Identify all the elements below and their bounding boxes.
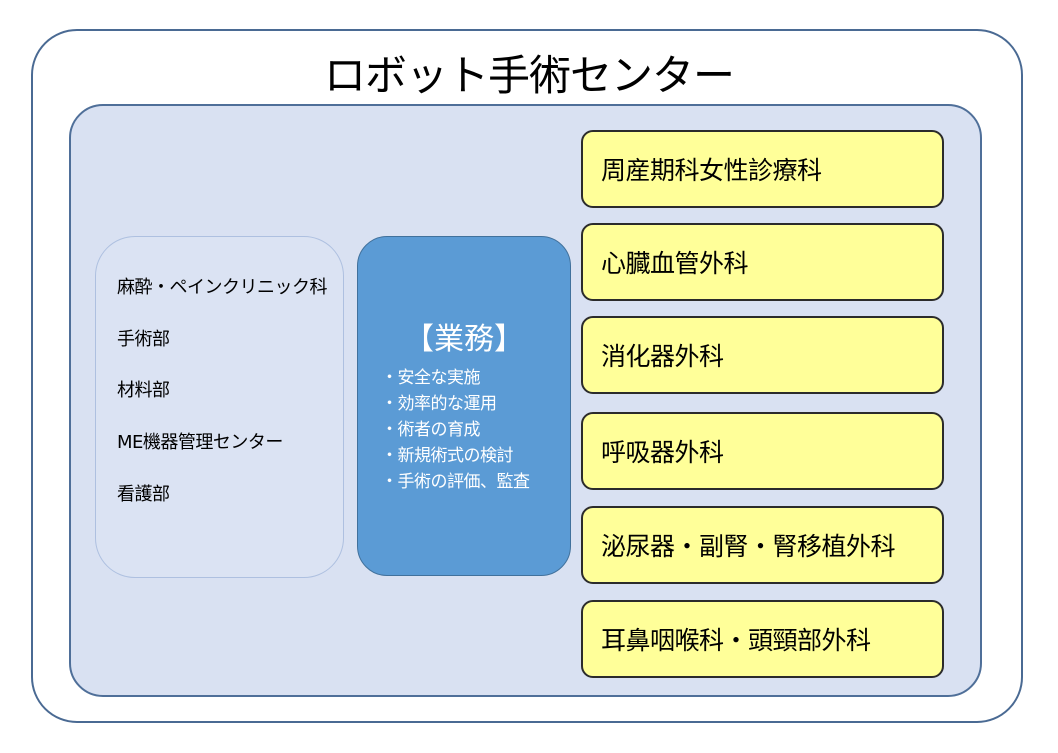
department-materials: 材料部 bbox=[117, 380, 170, 401]
clinic-box-respiratory: 呼吸器外科 bbox=[581, 412, 944, 490]
duties-box bbox=[357, 236, 571, 576]
duty-item: ・新規術式の検討 bbox=[381, 446, 514, 466]
duty-item: ・術者の育成 bbox=[381, 420, 481, 440]
clinic-box-urology: 泌尿器・副腎・腎移植外科 bbox=[581, 506, 944, 584]
department-surgery: 手術部 bbox=[117, 329, 170, 350]
department-anesthesia: 麻酔・ペインクリニック科 bbox=[117, 277, 328, 298]
page-title: ロボット手術センター bbox=[323, 51, 735, 100]
support-departments-group bbox=[95, 236, 344, 578]
department-me-equipment: ME機器管理センター bbox=[117, 432, 283, 453]
duties-heading: 【業務】 bbox=[404, 322, 524, 357]
duty-item: ・手術の評価、監査 bbox=[381, 472, 530, 492]
clinic-box-perinatal: 周産期科女性診療科 bbox=[581, 130, 944, 208]
duty-item: ・安全な実施 bbox=[381, 368, 481, 388]
clinic-box-cardiovascular: 心臓血管外科 bbox=[581, 223, 944, 301]
department-nursing: 看護部 bbox=[117, 484, 170, 505]
duty-item: ・効率的な運用 bbox=[381, 394, 497, 414]
clinic-box-digestive: 消化器外科 bbox=[581, 316, 944, 394]
clinic-box-ent: 耳鼻咽喉科・頭頸部外科 bbox=[581, 600, 944, 678]
